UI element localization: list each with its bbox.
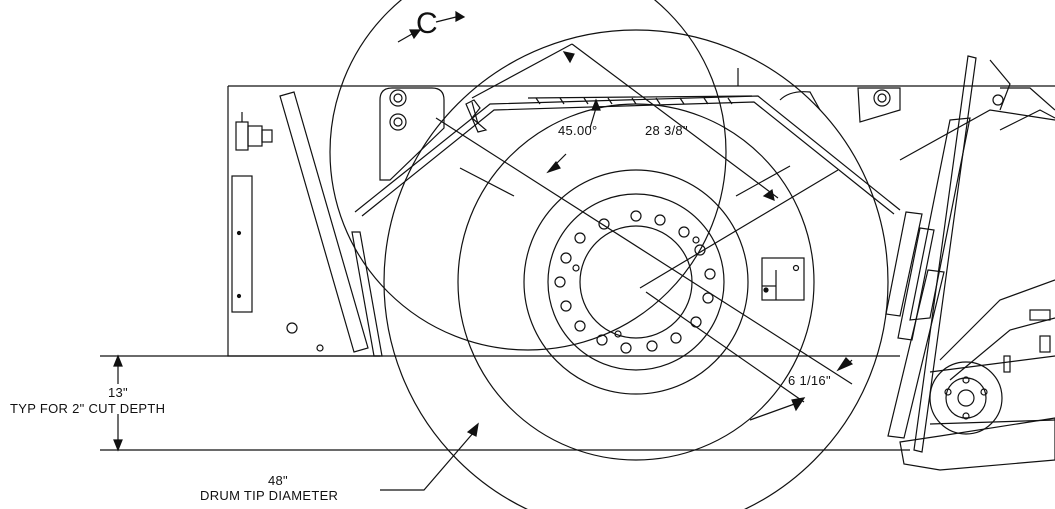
offset-dimension bbox=[639, 169, 854, 421]
drum-bracket bbox=[761, 257, 805, 301]
upper-mount-tab bbox=[379, 87, 445, 181]
drum-guard bbox=[354, 68, 901, 217]
angle-label: 45.00° bbox=[558, 123, 598, 138]
view-arrows bbox=[397, 10, 466, 43]
mount-bolt bbox=[235, 112, 273, 151]
drum bbox=[383, 29, 889, 509]
drum-note-label: DRUM TIP DIAMETER bbox=[200, 488, 339, 503]
right-frame bbox=[885, 55, 1055, 471]
drum-leader bbox=[380, 422, 479, 491]
left-skid bbox=[279, 91, 383, 357]
view-arc bbox=[329, 0, 727, 351]
length-label: 28 3/8" bbox=[645, 123, 688, 138]
height-value-label: 13" bbox=[108, 385, 128, 400]
lower-hub bbox=[929, 355, 1055, 435]
drum-value-label: 48" bbox=[268, 473, 288, 488]
offset-label: 6 1/16" bbox=[788, 373, 831, 388]
height-note-label: TYP FOR 2" CUT DEPTH bbox=[10, 401, 166, 416]
height-dimension bbox=[100, 354, 910, 452]
drum-bolt-holes bbox=[554, 210, 716, 354]
view-letter: C bbox=[416, 7, 438, 40]
right-mount-tab bbox=[779, 87, 901, 123]
angle-dimension bbox=[435, 43, 853, 385]
